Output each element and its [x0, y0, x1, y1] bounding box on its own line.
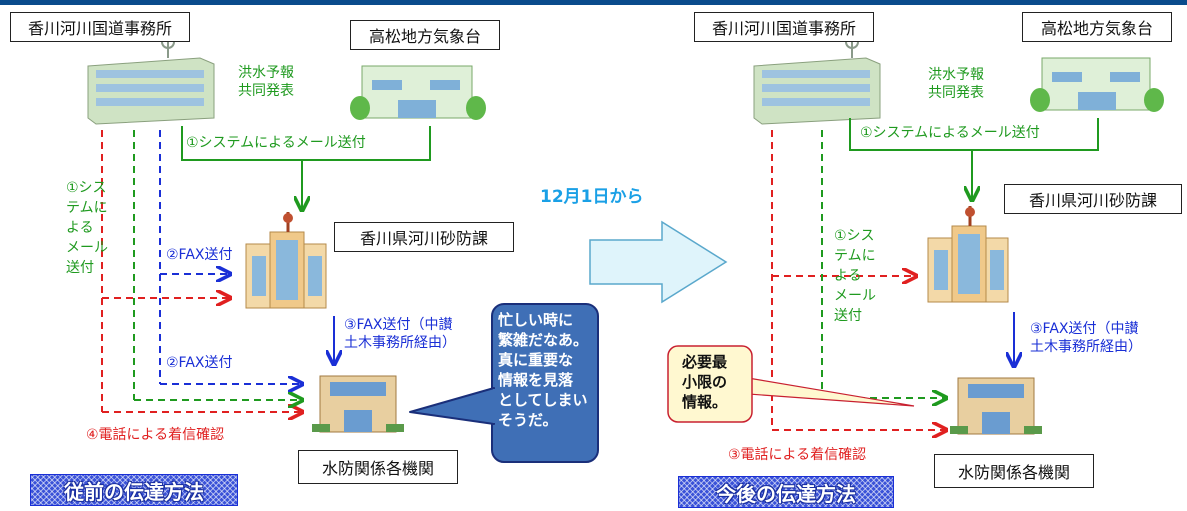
big-transition-arrow [589, 220, 728, 304]
prefecture-building-icon-right [927, 206, 1009, 303]
agencies-label-box-right: 水防関係各機関 [934, 454, 1094, 488]
phone-confirm-label: ④電話による着信確認 [86, 427, 225, 443]
met-office-label-box: 高松地方気象台 [350, 20, 500, 50]
met-office-label-box-right: 高松地方気象台 [1022, 12, 1172, 42]
agencies-label-box: 水防関係各機関 [298, 450, 458, 484]
top-border [0, 0, 1187, 5]
prefecture-label-box-right: 香川県河川砂防課 [1004, 184, 1182, 214]
fax-relay-label: ③FAX送付（中讃 土木事務所経由） [344, 317, 456, 351]
callout-text: 必要最 小限の 情報。 [682, 353, 728, 411]
joint-forecast-label-right: 洪水予報 共同発表 [928, 67, 984, 101]
fax-label-1: ②FAX送付 [166, 247, 233, 263]
flood-agencies-building-icon-right [950, 377, 1042, 435]
office-building-icon [87, 35, 215, 125]
office-building-icon-right [753, 35, 881, 125]
met-office-building-icon [350, 65, 486, 120]
info-callout [667, 345, 915, 423]
flood-agencies-building-icon [312, 375, 404, 433]
fax-label-2: ②FAX送付 [166, 355, 233, 371]
met-office-building-icon-right [1030, 57, 1164, 112]
fax-relay-label-right: ③FAX送付（中讃 土木事務所経由） [1030, 321, 1142, 355]
before-method-title: 従前の伝達方法 [30, 474, 238, 506]
speech-bubble [409, 303, 599, 463]
start-date-label: 12月1日から [540, 187, 644, 207]
office-label-box: 香川河川国道事務所 [10, 12, 190, 42]
bubble-text: 忙しい時に 繁雑だなあ。 真に重要な 情報を見落 としてしまい そうだ。 [498, 311, 589, 429]
system-mail-vertical-label: ①シス テムに よる メール 送付 [66, 180, 108, 276]
system-mail-vertical-label-right: ①シス テムに よる メール 送付 [834, 228, 876, 324]
after-method-title: 今後の伝達方法 [678, 476, 894, 508]
system-mail-label-right: ①システムによるメール送付 [860, 125, 1040, 141]
office-label-box-right: 香川河川国道事務所 [694, 12, 874, 42]
phone-confirm-label-right: ③電話による着信確認 [728, 447, 867, 463]
system-mail-label: ①システムによるメール送付 [186, 135, 366, 151]
prefecture-building-icon [245, 212, 327, 309]
joint-forecast-label: 洪水予報 共同発表 [238, 65, 294, 99]
prefecture-label-box: 香川県河川砂防課 [334, 222, 514, 252]
